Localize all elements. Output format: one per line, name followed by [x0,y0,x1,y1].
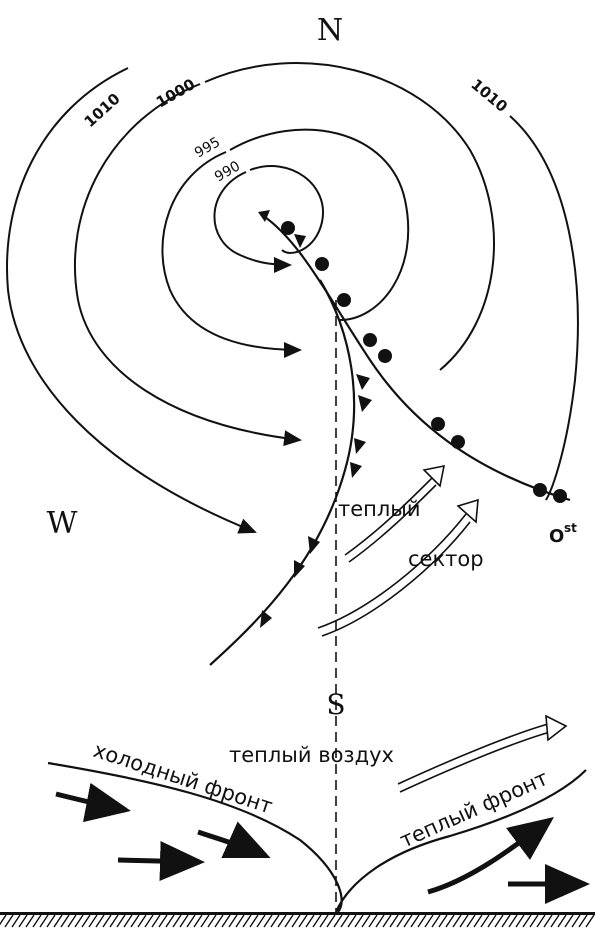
isobar-label-995: 995 [192,134,223,161]
isobar-1010-left [7,68,255,532]
compass-east: O st [549,521,577,547]
warm-air-label: теплый воздух [229,743,394,767]
cold-front-map [210,280,354,665]
svg-text:st: st [564,521,577,535]
isobar-label-1010-right: 1010 [467,75,511,116]
warm-sector-label-line2: сектор [408,547,484,571]
ground-surface [0,912,595,927]
warm-front-label: теплый фронт [396,766,551,853]
isobar-1010-right [510,116,578,500]
svg-text:O: O [549,526,564,547]
isobar-label-1010-left: 1010 [81,90,124,131]
warm-front-map [262,215,570,500]
warm-sector-label-line1: теплый [338,497,421,521]
isobar-990 [214,166,323,265]
isobar-label-990: 990 [212,158,243,185]
warm-front-semicircles [281,221,567,503]
compass-north: N [317,13,343,48]
compass-west: W [47,506,78,541]
warm-front-surface [336,770,586,912]
isobar-label-1000: 1000 [153,75,198,111]
cold-air-arrows [56,794,585,892]
isobar-995 [162,130,408,350]
